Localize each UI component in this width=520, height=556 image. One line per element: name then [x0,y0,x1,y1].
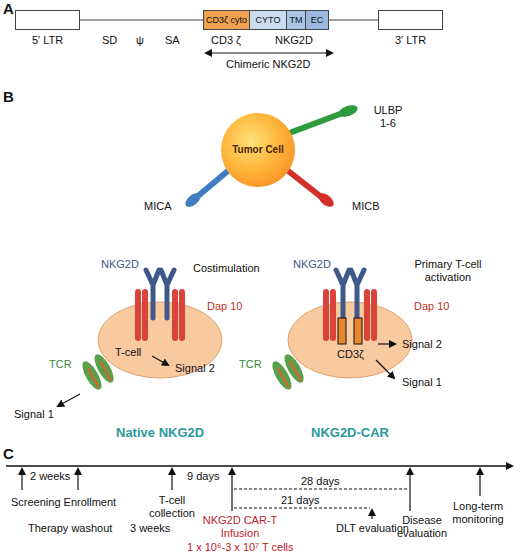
signal-arrow [152,356,168,365]
caption-label: NKG2D-CAR [311,425,389,440]
construct-segment: CD3ζ cyto [203,10,250,30]
cell-label: T-cell [115,346,141,359]
event-label: T-cell collection [142,494,202,520]
domain-label: CD3 ζ [211,34,241,47]
vector-line [80,19,203,20]
tcr [79,352,118,393]
event-label: NKG2D CAR-T Infusion [198,514,282,540]
caption-label: Native NKG2D [116,425,204,440]
duration-line [234,489,408,508]
event-label: Screening Enrollment [11,496,116,509]
panel-letter: C [3,445,14,462]
node-text: EC [311,15,324,25]
domain-label: CD3ζ [337,348,364,361]
signal-label: Signal 2 [175,362,215,375]
signal-arrow [376,360,394,378]
adaptor-label: Dap 10 [414,300,449,313]
panel-letter: A [3,0,14,17]
tcr [269,352,308,393]
receptor-label: TCR [239,358,262,371]
dap10 [326,292,374,338]
event-label: Long-term monitoring [445,500,511,526]
node-text: CYTO [256,15,281,25]
node-text: Tumor Cell [232,144,283,156]
timeline [6,465,512,467]
site-label: SA [165,34,180,47]
node-text: 5′ LTR [32,34,63,46]
ligand-label: MICB [352,200,380,213]
interval-label: 28 days [299,475,342,488]
interval-label: 9 days [185,470,221,483]
time-marker [22,469,480,519]
t-cell [98,302,222,378]
receptor-label: NKG2D [101,258,139,271]
nkg2d-receptor [146,270,174,318]
site-label: SD [102,34,117,47]
node-text: TM [290,15,303,25]
ligand-label: ULBP 1-6 [368,104,408,130]
panel-letter: B [3,88,14,105]
event-label: Therapy washout [28,522,112,535]
mica-ligand [183,170,229,210]
event-label: Disease evaluation [392,514,452,540]
receptor-label: NKG2D [293,258,331,271]
signal-arrow [58,394,80,406]
ltr-box: 5′ LTR [15,10,80,30]
domain-label: NKG2D [275,34,313,47]
ltr-box: 3′ LTR [378,10,443,30]
adaptor-label: Dap 10 [207,300,242,313]
ulbp-ligand [292,103,359,132]
signal-label: Signal 2 [402,338,442,351]
site-label: ψ [136,34,144,47]
signal-label: Signal 1 [14,408,54,421]
signal-arrow [378,343,395,344]
interval-label: 2 weeks [28,470,72,483]
vector-line [329,19,378,20]
ligand-label: MICA [144,200,172,213]
note-label: Costimulation [193,262,260,275]
cd3z-domain [338,318,362,344]
node-text: 3′ LTR [395,34,426,46]
t-cell [288,302,412,378]
node-text: CD3ζ cyto [206,15,247,25]
construct-segment: TM [286,10,306,30]
span-label: Chimeric NKG2D [226,58,310,71]
dose-label: 1 x 10⁶-3 x 10⁷ T cells [187,541,294,554]
dap10 [138,292,182,338]
tumor-cell: Tumor Cell [221,113,295,187]
interval-label: 3 weeks [130,522,170,535]
span-arrow [206,52,332,53]
note-label: Primary T-cell activation [403,258,493,284]
construct-segment: CYTO [249,10,287,30]
interval-label: 21 days [279,494,322,507]
construct-segment: EC [305,10,329,30]
receptor-label: TCR [49,358,72,371]
micb-ligand [287,170,336,209]
signal-label: Signal 1 [402,376,442,389]
nkg2d-receptor [336,270,364,318]
